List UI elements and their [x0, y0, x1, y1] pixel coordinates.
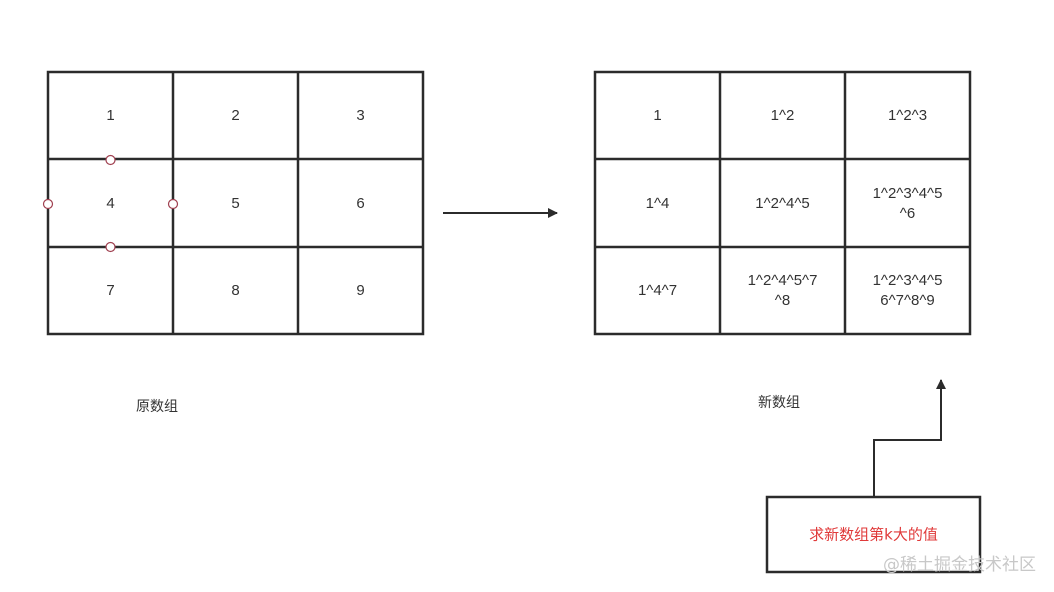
original-cell: 6 [356, 195, 364, 212]
new-cell: 1^2^4^5 [755, 195, 810, 212]
original-cell: 9 [356, 282, 364, 299]
new-cell: 1^2^4^5^7^8 [748, 272, 818, 309]
original-cell: 3 [356, 107, 364, 124]
original-cell: 5 [231, 195, 239, 212]
new-cell: 1^2^3 [888, 107, 927, 124]
original-cell: 7 [106, 282, 114, 299]
new-cell: 1^4^7 [638, 282, 677, 299]
selection-handle-left[interactable] [42, 198, 54, 210]
selection-handle-bottom[interactable] [105, 241, 116, 253]
new-cell: 1^2^3^4^5^6 [873, 185, 943, 222]
new-cell: 1^2 [771, 107, 795, 124]
task-box-label: 求新数组第k大的值 [809, 526, 938, 544]
new-grid-caption: 新数组 [758, 395, 800, 411]
selection-handle-right[interactable] [167, 198, 179, 210]
new-cell: 1^4 [646, 195, 670, 212]
selection-handle-top[interactable] [105, 154, 116, 166]
new-cell: 1 [653, 107, 661, 124]
original-cell: 1 [106, 107, 114, 124]
original-grid-caption: 原数组 [136, 399, 178, 415]
original-cell: 2 [231, 107, 239, 124]
watermark: @稀土掘金技术社区 [883, 555, 1036, 575]
original-cell: 4 [106, 195, 114, 212]
new-grid: 1 1^2 1^2^3 1^4 1^2^4^5 1^2^3^4^5^6 1^4^… [593, 70, 972, 336]
original-grid: 1 2 3 4 5 6 7 8 9 [42, 70, 425, 336]
original-cell: 8 [231, 282, 239, 299]
task-box [765, 495, 982, 574]
task-connector-arrow [873, 379, 946, 497]
